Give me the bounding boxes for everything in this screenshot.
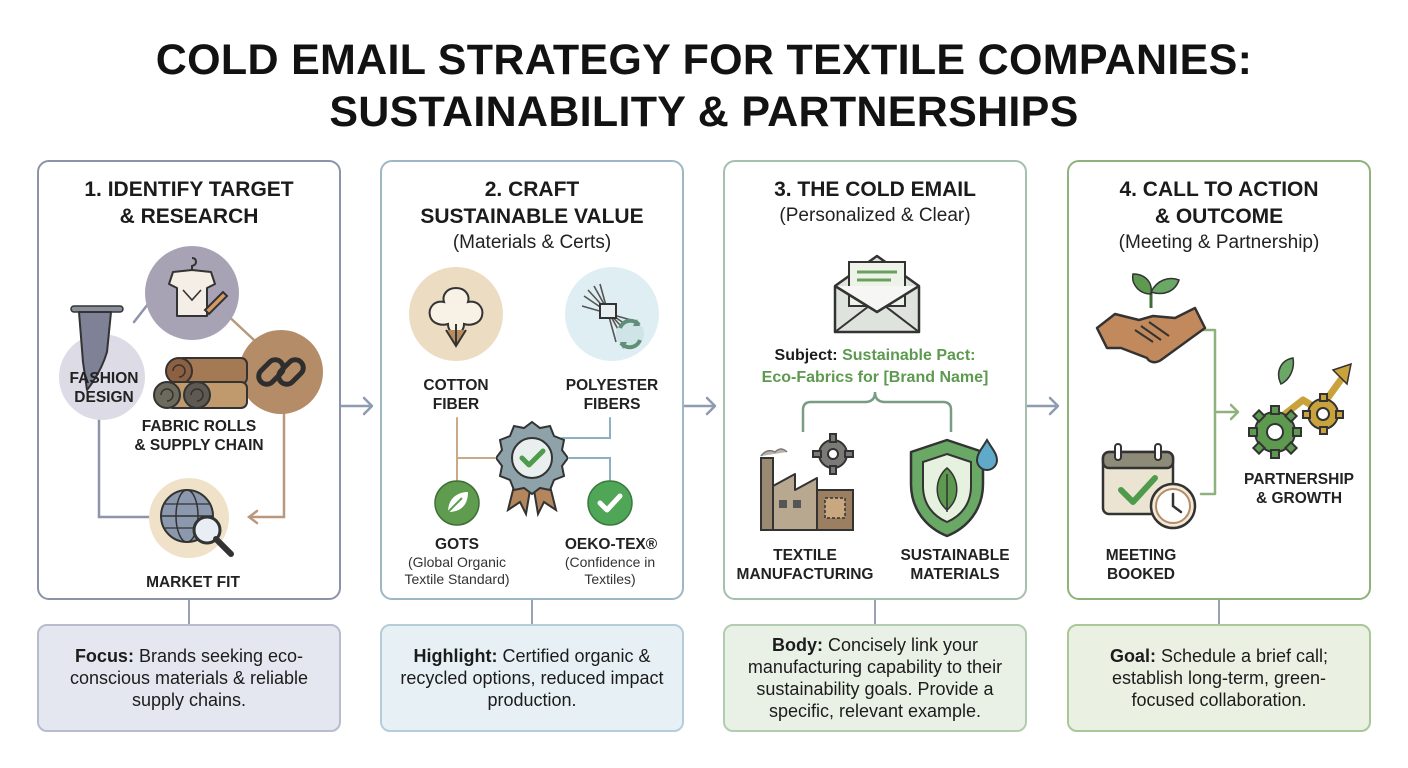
step-2-note: Highlight: Certified organic & recycled …	[380, 624, 684, 732]
note-2-label: Highlight:	[413, 646, 498, 666]
dress-icon	[145, 246, 239, 340]
arrow-3-to-4	[1025, 396, 1060, 416]
step-3-note: Body: Concisely link your manufacturing …	[723, 624, 1027, 732]
note-3-label: Body:	[771, 635, 823, 655]
subject-line-1: Sustainable Pact:	[842, 347, 976, 364]
subject-line-2: Eco-Fabrics for [Brand Name]	[761, 369, 989, 386]
gears-growth-icon	[1248, 357, 1352, 459]
step-2-title: 2. CRAFT SUSTAINABLE VALUE	[420, 178, 644, 228]
step-1-note: Focus: Brands seeking eco-conscious mate…	[37, 624, 341, 732]
step-1-title: 1. IDENTIFY TARGET & RESEARCH	[84, 178, 294, 228]
step-2-connections	[456, 417, 611, 481]
calendar-clock-icon	[1101, 443, 1197, 530]
step-3-subtitle: (Personalized & Clear)	[779, 205, 971, 226]
textile-manufacturing-label: TEXTILE MANUFACTURING	[736, 547, 874, 583]
step-2-panel: 2. CRAFT SUSTAINABLE VALUE (Materials & …	[380, 160, 684, 600]
arrow-1-to-2	[339, 396, 374, 416]
fabric-rolls-label: FABRIC ROLLS & SUPPLY CHAIN	[134, 418, 264, 454]
globe-magnifier-icon	[149, 478, 234, 558]
step-4-subtitle: (Meeting & Partnership)	[1118, 232, 1320, 253]
oeko-tex-label: OEKO-TEX®	[564, 536, 658, 553]
step-4-title: 4. CALL TO ACTION & OUTCOME	[1119, 178, 1319, 228]
handshake-icon	[1095, 273, 1207, 364]
note-4-text: Schedule a brief call; establish long-te…	[1111, 646, 1329, 710]
gots-label: GOTS	[435, 536, 479, 553]
title-line-2: SUSTAINABILITY & PARTNERSHIPS	[329, 88, 1079, 136]
gots-description: (Global Organic Textile Standard)	[404, 554, 510, 587]
step-1-panel: 1. IDENTIFY TARGET & RESEARCH FASHION DE…	[37, 160, 341, 600]
shield-leaf-icon	[909, 438, 999, 538]
fashion-circle-icon	[59, 334, 145, 420]
step-4-panel: 4. CALL TO ACTION & OUTCOME (Meeting & P…	[1067, 160, 1371, 600]
partnership-growth-label: PARTNERSHIP & GROWTH	[1244, 471, 1354, 507]
page-title: COLD EMAIL STRATEGY FOR TEXTILE COMPANIE…	[0, 34, 1408, 138]
step-3-bracket	[801, 391, 953, 432]
note-1-text: Brands seeking eco-conscious materials &…	[69, 646, 309, 710]
note-2-text: Certified organic & recycled options, re…	[400, 646, 664, 710]
step-4-connections	[1199, 328, 1240, 496]
oeko-tex-description: (Confidence in Textiles)	[564, 554, 656, 587]
recycle-fibers-icon	[565, 267, 659, 361]
check-circle-icon	[587, 480, 633, 526]
cotton-fiber-label: COTTON FIBER	[423, 377, 489, 413]
subject-label: Subject:	[774, 347, 838, 364]
fabric-rolls-icon	[153, 357, 248, 409]
cotton-icon	[409, 267, 503, 361]
step-3-title: 3. THE COLD EMAIL	[774, 178, 976, 201]
email-subject: Subject: Sustainable Pact: Eco-Fabrics f…	[725, 345, 1025, 389]
note-1-label: Focus:	[74, 646, 134, 666]
chain-link-icon	[239, 330, 323, 414]
step-3-panel: 3. THE COLD EMAIL (Personalized & Clear)…	[723, 160, 1027, 600]
step-4-note: Goal: Schedule a brief call; establish l…	[1067, 624, 1371, 732]
envelope-icon	[833, 254, 921, 334]
step-2-subtitle: (Materials & Certs)	[452, 232, 612, 253]
factory-icon	[760, 433, 854, 531]
meeting-booked-label: MEETING BOOKED	[1105, 547, 1177, 583]
sustainable-materials-label: SUSTAINABLE MATERIALS	[900, 547, 1010, 583]
note-4-label: Goal:	[1109, 646, 1156, 666]
title-line-1: COLD EMAIL STRATEGY FOR TEXTILE COMPANIE…	[155, 36, 1253, 84]
note-3-text: Concisely link your manufacturing capabi…	[747, 635, 1003, 721]
leaf-icon	[434, 480, 480, 526]
market-fit-label: MARKET FIT	[146, 574, 240, 591]
polyester-fibers-label: POLYESTER FIBERS	[565, 377, 659, 413]
certified-badge-icon	[496, 420, 568, 518]
arrow-2-to-3	[682, 396, 717, 416]
fabric-swatch-icon	[70, 305, 124, 391]
fashion-design-label: FASHION DESIGN	[69, 370, 139, 406]
